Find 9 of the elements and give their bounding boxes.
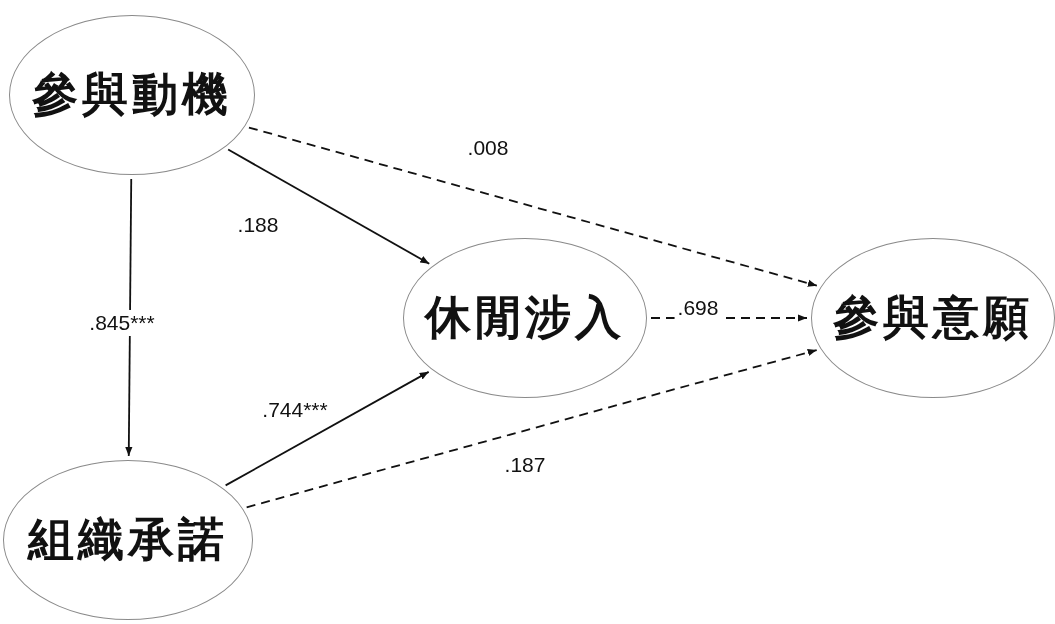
construct-label: 參與意願: [833, 289, 1033, 346]
construct-label: 組織承諾: [28, 511, 228, 568]
construct-label: 參與動機: [32, 66, 232, 123]
arrow: [248, 126, 818, 287]
arrow: [227, 148, 431, 265]
construct-label: 休閒涉入: [425, 289, 625, 346]
arrow: [224, 370, 430, 487]
arrow: [125, 178, 133, 457]
arrow: [245, 349, 818, 509]
